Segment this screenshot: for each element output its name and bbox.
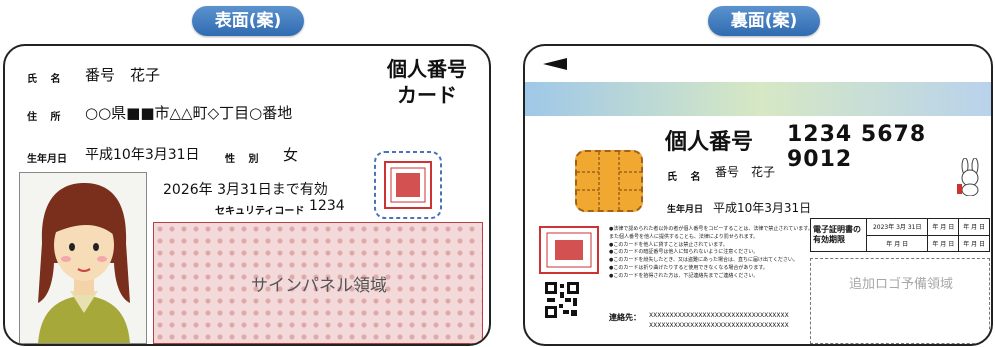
back-name-value: 番号 花子 xyxy=(715,165,776,179)
sex-label: 性 別 xyxy=(225,154,264,165)
signature-panel: サインパネル領域 xyxy=(153,222,483,344)
card-front: 氏 名 番号 花子 個人番号 カード 住 所 ○○県■■市△△町◇丁目○番地 生… xyxy=(3,44,491,346)
card-back: 個人番号 1234 5678 9012 氏 名 番号 花子 生年月日 平成10年… xyxy=(523,44,993,346)
validity-table-header: 電子証明書の有効期限 xyxy=(810,218,867,252)
valid-until: 2026年 3月31日まで有効 xyxy=(163,182,328,198)
contact-line: XXXXXXXXXXXXXXXXXXXXXXXXXXXXXXXXXX xyxy=(649,312,789,319)
back-dob-value: 平成10年3月31日 xyxy=(713,201,812,215)
card-stamp-front xyxy=(373,150,443,220)
back-heading: 裏面(案) xyxy=(708,6,820,36)
card-stamp-back xyxy=(539,226,599,274)
note-line: ●法律で認められた者以外の者が個人番号をコピーすることは、法律で禁止されています… xyxy=(609,226,813,240)
insert-arrow-icon xyxy=(543,58,567,70)
contact-label: 連絡先： xyxy=(609,313,641,322)
certificate-validity-table: 電子証明書の有効期限 2023年 3月 31日 年 月 日 年 月 日 年 月 … xyxy=(810,218,990,252)
signature-panel-label: サインパネル領域 xyxy=(251,276,387,296)
note-line: ●このカードを拾得された方は、下記連絡先までご連絡ください。 xyxy=(609,272,759,279)
card-title: 個人番号 カード xyxy=(377,56,477,108)
color-stripe xyxy=(525,82,991,116)
logo-reserve-label: 追加ロゴ予備領域 xyxy=(848,277,953,292)
validity-cell: 年 月 日 xyxy=(865,234,929,252)
name-label: 氏 名 xyxy=(27,74,66,85)
card-title-line1: 個人番号 xyxy=(387,57,467,81)
logo-reserve-area: 追加ロゴ予備領域 xyxy=(810,258,990,344)
name-value: 番号 花子 xyxy=(85,66,161,84)
address-value: ○○県■■市△△町◇丁目○番地 xyxy=(85,104,293,122)
back-dob-label: 生年月日 xyxy=(667,205,704,215)
ic-chip xyxy=(575,150,643,212)
note-line: ●このカードは折り曲げたりすると使用できなくなる場合があります。 xyxy=(609,264,768,271)
dob-label: 生年月日 xyxy=(27,154,67,165)
security-code-value: 1234 xyxy=(309,198,345,214)
note-line: ●このカードの暗証番号は他人に知られないように注意ください。 xyxy=(609,249,759,256)
card-title-line2: カード xyxy=(397,83,457,107)
contact-line: XXXXXXXXXXXXXXXXXXXXXXXXXXXXXXXXXX xyxy=(649,322,789,329)
dob-value: 平成10年3月31日 xyxy=(85,147,200,163)
individual-number: 1234 5678 9012 xyxy=(787,122,927,172)
front-heading: 表面(案) xyxy=(192,6,304,36)
portrait-photo xyxy=(19,172,147,344)
notes-text: ●法律で認められた者以外の者が個人番号をコピーすることは、法律で禁止されています… xyxy=(609,226,817,281)
validity-cell: 年 月 日 xyxy=(927,234,960,252)
validity-cell: 年 月 日 xyxy=(927,218,960,236)
qr-code xyxy=(545,282,579,318)
security-code-label: セキュリティコード xyxy=(215,206,305,217)
back-name-label: 氏 名 xyxy=(667,172,706,183)
validity-cell: 年 月 日 xyxy=(958,218,990,236)
back-title: 個人番号 xyxy=(665,130,754,155)
validity-cell: 2023年 3月 31日 xyxy=(865,218,929,236)
note-line: ●このカードを紛失したとき、又は盗難にあった場合は、直ちに届け出てください。 xyxy=(609,257,798,264)
note-line: ●このカードを他人に貸すことは禁止されています。 xyxy=(609,241,728,248)
address-label: 住 所 xyxy=(27,112,66,123)
validity-cell: 年 月 日 xyxy=(958,234,990,252)
rabbit-mascot-icon xyxy=(955,157,985,197)
sex-value: 女 xyxy=(283,146,299,164)
